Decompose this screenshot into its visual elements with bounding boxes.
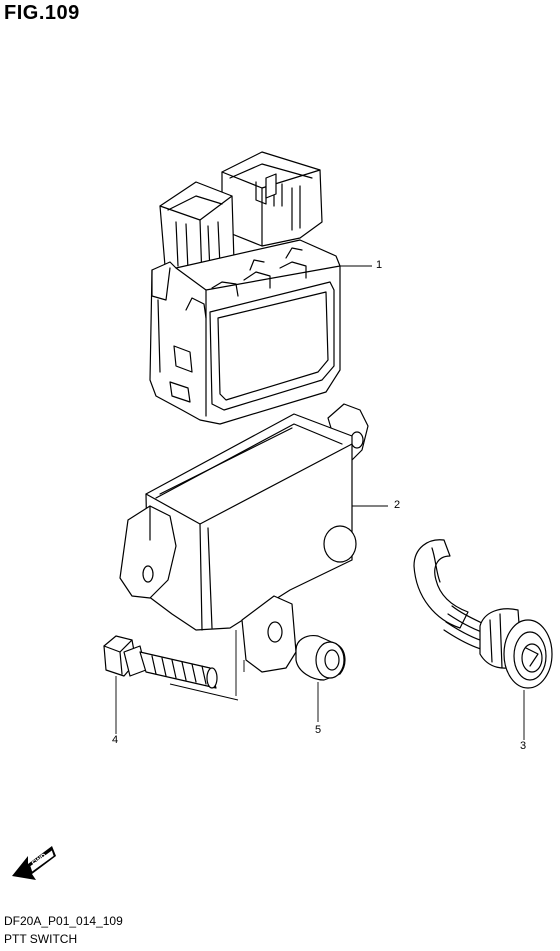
callout-1: 1 [376,259,383,271]
drawing-code: DF20A_P01_014_109 [4,914,123,928]
part-3-ptt-switch [413,539,553,689]
leader-lines [115,265,525,740]
fwd-arrow-icon [12,846,56,880]
fwd-label: FWD [31,853,48,868]
part-4-bolt [103,635,218,689]
part-5-collar [295,635,346,681]
callout-5: 5 [315,724,322,736]
callout-4: 4 [112,734,119,746]
figure-title: FIG.109 [4,2,80,24]
drawing-name: PTT SWITCH [4,932,78,946]
part-1-module [149,151,341,425]
callout-3: 3 [520,740,527,752]
part-2-holder [119,403,369,673]
callout-2: 2 [394,499,401,511]
